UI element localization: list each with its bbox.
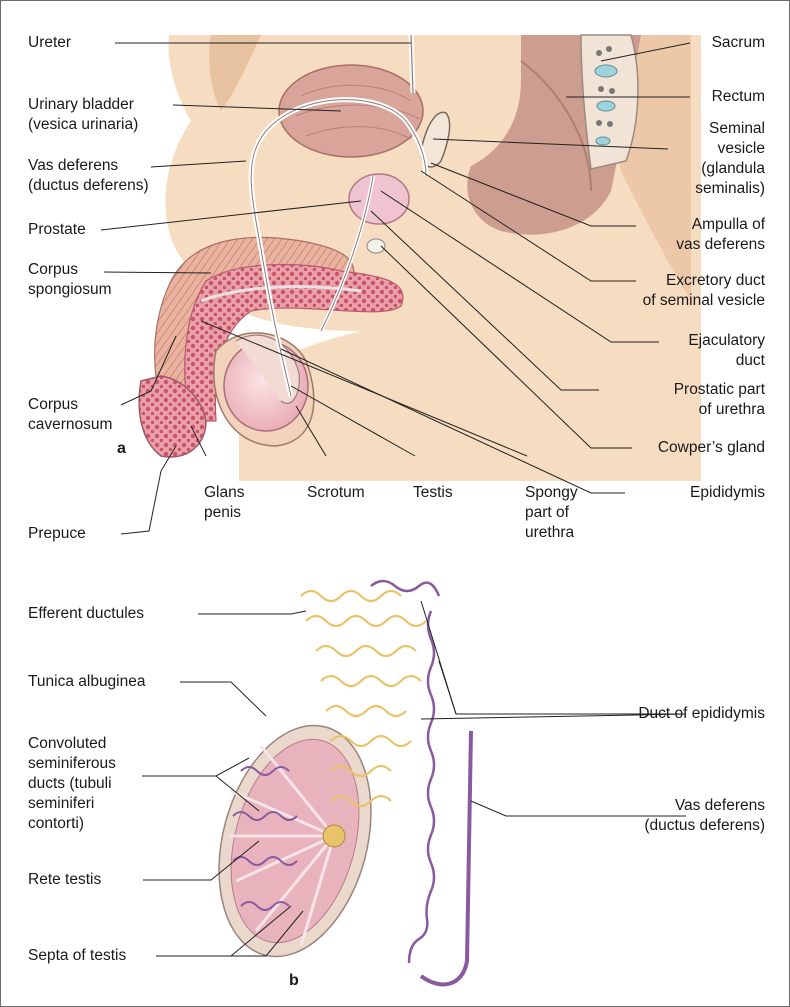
label-vas-deferens: Vas deferens (ductus deferens) (28, 156, 149, 196)
panel-letter-a: a (117, 439, 126, 459)
label-duct-epididymis: Duct of epididymis (638, 704, 765, 724)
label-scrotum: Scrotum (307, 483, 365, 503)
label-prepuce: Prepuce (28, 524, 86, 544)
label-epididymis: Epididymis (690, 483, 765, 503)
prostate-shape (349, 174, 409, 224)
label-ampulla: Ampulla of vas deferens (676, 215, 765, 255)
label-seminal-vesicle: Seminal vesicle (glandula seminalis) (695, 119, 765, 199)
label-corpus-cavernosum: Corpus cavernosum (28, 395, 112, 435)
label-prostatic-urethra: Prostatic part of urethra (674, 380, 765, 420)
label-ejaculatory-duct: Ejaculatory duct (688, 331, 765, 371)
label-rectum: Rectum (712, 87, 765, 107)
label-prostate: Prostate (28, 220, 86, 240)
label-sacrum: Sacrum (712, 33, 765, 53)
bladder-shape (279, 65, 423, 157)
label-excretory-duct: Excretory duct of seminal vesicle (643, 271, 765, 311)
label-cowpers-gland: Cowper’s gland (658, 438, 765, 458)
scrotum-shape (214, 333, 314, 446)
panel-letter-b: b (289, 971, 299, 991)
label-tunica-albuginea: Tunica albuginea (28, 672, 145, 692)
label-corpus-spongiosum: Corpus spongiosum (28, 260, 112, 300)
label-vas-deferens-b: Vas deferens (ductus deferens) (644, 796, 765, 836)
label-urinary-bladder: Urinary bladder (vesica urinaria) (28, 95, 138, 135)
label-rete-testis: Rete testis (28, 870, 101, 890)
label-glans-penis: Glans penis (204, 483, 245, 523)
epididymis-duct (371, 581, 439, 963)
label-convoluted-ducts: Convoluted seminiferous ducts (tubuli se… (28, 734, 116, 834)
label-efferent-ductules: Efferent ductules (28, 604, 144, 624)
label-spongy-urethra: Spongy part of urethra (525, 483, 578, 543)
label-septa: Septa of testis (28, 946, 126, 966)
label-testis: Testis (413, 483, 453, 503)
testis-section (195, 708, 395, 973)
label-ureter: Ureter (28, 33, 71, 53)
cowpers-gland-shape (367, 239, 385, 253)
